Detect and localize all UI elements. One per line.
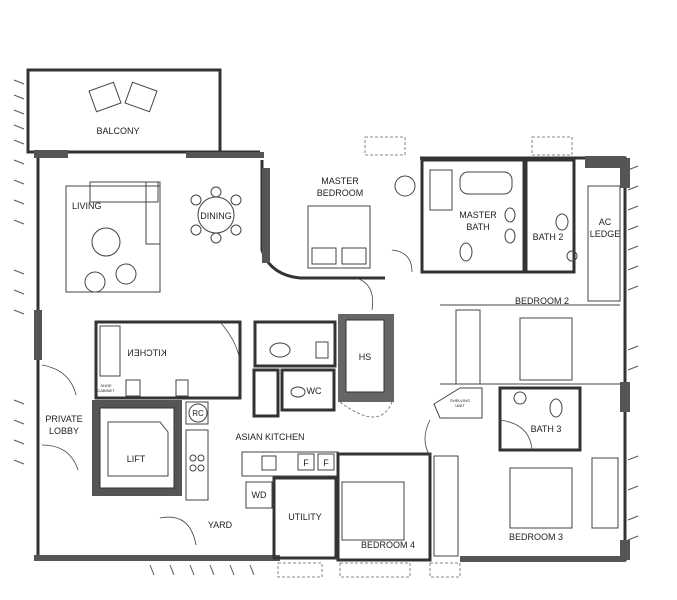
bedroom3-label: BEDROOM 3 [509, 532, 563, 542]
ac-ledge-label-2: LEDGE [590, 229, 621, 239]
private-lobby-label-2: LOBBY [49, 426, 79, 436]
bathrooms-center: WC [252, 320, 337, 418]
wc-label: WC [307, 386, 322, 396]
hs-label: HS [359, 352, 372, 362]
railing-marks [13, 79, 639, 576]
shoe-cabinet-label-1: SHOE [100, 383, 112, 388]
fridge-label-1: F [303, 458, 309, 468]
lift: LIFT [92, 400, 182, 496]
master-bath-label-2: BATH [466, 222, 489, 232]
private-lobby: PRIVATE LOBBY [41, 364, 83, 471]
ac-ledge-label-1: AC [599, 217, 612, 227]
living-label: LIVING [72, 201, 102, 211]
yard-label: YARD [208, 520, 233, 530]
master-bedroom: MASTER BEDROOM [260, 160, 416, 280]
yard-utility: WD UTILITY YARD [159, 476, 338, 560]
kitchen: KITCHEN SHOE CABINET [94, 320, 242, 400]
bath2-label: BATH 2 [533, 232, 564, 242]
ac-ledge: AC LEDGE [587, 185, 621, 302]
rc-label: RC [192, 409, 204, 418]
bedroom2-label: BEDROOM 2 [515, 296, 569, 306]
balcony-label: BALCONY [96, 126, 139, 136]
master-bath-label-1: MASTER [459, 210, 497, 220]
balcony-wall [26, 68, 222, 154]
shelving-label-1: SHELVING [450, 398, 470, 403]
balcony: BALCONY [26, 68, 222, 154]
master-bedroom-label-2: BEDROOM [317, 188, 364, 198]
bedroom-2: BEDROOM 2 [440, 296, 620, 385]
wd-label: WD [252, 490, 267, 500]
dining-label: DINING [200, 211, 232, 221]
lounge-chairs [88, 81, 158, 113]
private-lobby-label-1: PRIVATE [45, 414, 82, 424]
lift-label: LIFT [127, 454, 146, 464]
household-shelter: HS [338, 314, 394, 418]
door-swings [219, 249, 533, 457]
bath-2: BATH 2 [524, 158, 578, 274]
bedroom-3: BEDROOM 3 [433, 455, 619, 557]
asian-kitchen-label: ASIAN KITCHEN [235, 432, 304, 442]
master-bedroom-label-1: MASTER [321, 176, 359, 186]
shoe-cabinet-label-2: CABINET [97, 388, 115, 393]
utility-label: UTILITY [288, 512, 322, 522]
kitchen-label: KITCHEN [127, 348, 167, 358]
shelving-label-2: UNIT [455, 403, 465, 408]
refuse-chute: RC [185, 401, 209, 425]
master-bath: MASTER BATH [420, 158, 526, 274]
outer-walls [34, 136, 630, 578]
dining-area: DINING [190, 186, 242, 244]
living-area: LIVING [65, 181, 161, 293]
bath3-label: BATH 3 [531, 424, 562, 434]
bedroom-4: BEDROOM 4 [336, 452, 432, 562]
bedroom4-label: BEDROOM 4 [361, 540, 415, 550]
fridge-label-2: F [323, 458, 329, 468]
bath-3: BATH 3 SHELVING UNIT [433, 386, 582, 452]
